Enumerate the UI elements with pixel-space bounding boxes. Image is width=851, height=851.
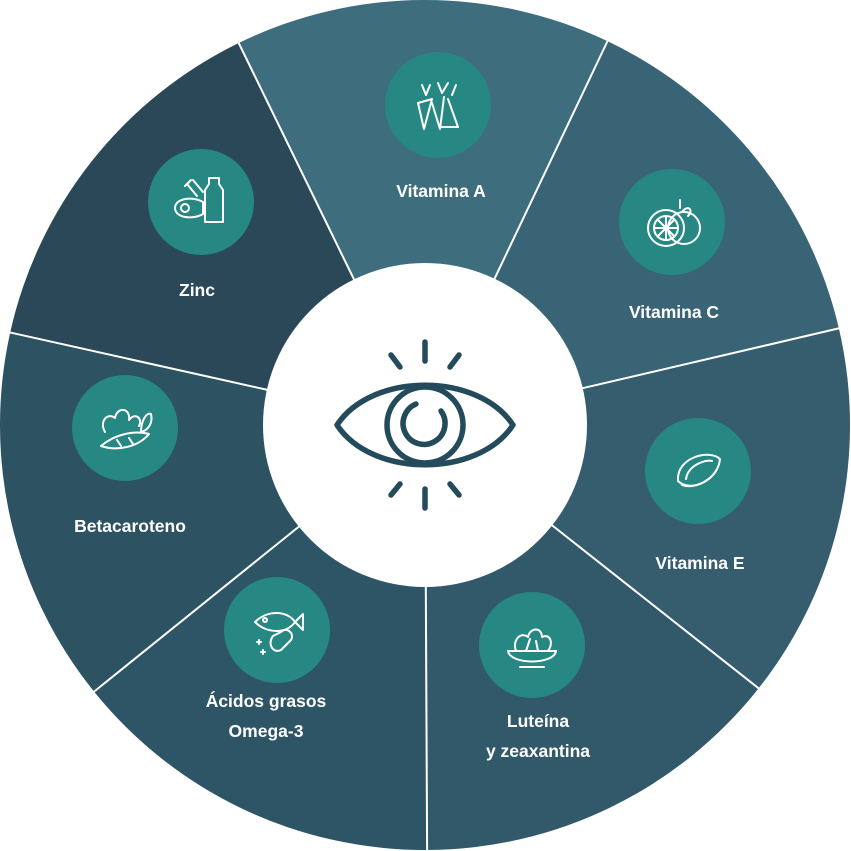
icons-layer (72, 52, 751, 698)
segment-label: Vitamina E (655, 553, 744, 573)
segment-divider (548, 522, 761, 691)
salad-bowl-icon (479, 592, 585, 698)
segment-divider (236, 40, 357, 284)
meat-bottle-icon (148, 149, 254, 255)
segment-divider (491, 38, 610, 283)
segment-4 (94, 525, 428, 850)
eye-icon (334, 339, 516, 511)
fish-capsule-icon (224, 577, 330, 683)
segment-divider (424, 582, 429, 851)
segment-label: y zeaxantina (486, 741, 590, 761)
segment-divider (578, 326, 842, 391)
orange-icon (619, 169, 725, 275)
carrot-greens-icon (72, 375, 178, 481)
carrots-icon (385, 52, 491, 158)
segment-label: Vitamina A (396, 181, 486, 201)
center-disc (263, 263, 587, 587)
dividers-layer (8, 38, 842, 851)
segment-label: Ácidos grasos (206, 690, 327, 711)
segment-label: Omega-3 (229, 721, 304, 741)
segment-divider (8, 331, 272, 392)
labels-layer: Vitamina A Vitamina C Vitamina E Luteína y z… (74, 181, 745, 761)
segment-label: Zinc (179, 280, 215, 300)
almond-icon (645, 418, 751, 524)
segment-label: Vitamina C (629, 302, 719, 322)
segment-label: Betacaroteno (74, 516, 186, 536)
segment-divider (91, 523, 303, 694)
segment-label: Luteína (507, 711, 569, 731)
